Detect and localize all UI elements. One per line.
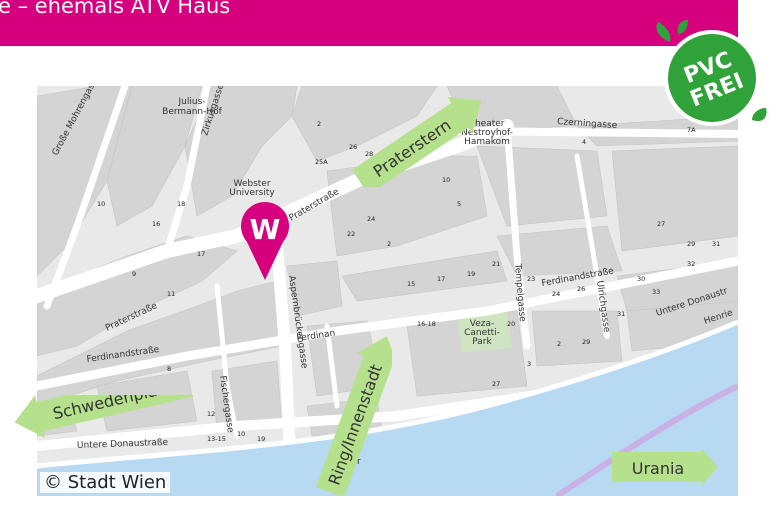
street-label: Nestroyhof-	[461, 128, 513, 138]
svg-text:30: 30	[637, 275, 645, 283]
street-label: Untere Donaustraße	[77, 438, 169, 451]
svg-text:10: 10	[97, 200, 105, 208]
svg-text:2: 2	[557, 340, 561, 348]
arrow-label: Urania	[632, 459, 684, 478]
svg-text:9: 9	[132, 270, 136, 278]
svg-text:2: 2	[317, 120, 321, 128]
svg-text:28: 28	[365, 150, 373, 158]
marker-letter: W	[250, 213, 281, 246]
svg-text:26: 26	[349, 143, 357, 151]
svg-text:32: 32	[687, 260, 695, 268]
street-label: Park	[472, 337, 492, 347]
title-banner: e – ehemals ATV Haus	[0, 0, 738, 46]
street-label: Canetti-	[464, 328, 500, 338]
direction-arrow-praterstern[interactable]: Praterstern	[330, 52, 490, 187]
svg-text:25A: 25A	[315, 158, 328, 166]
svg-text:21: 21	[492, 260, 500, 268]
svg-text:11: 11	[167, 290, 175, 298]
svg-text:5: 5	[457, 200, 461, 208]
street-label: Bermann-Hof	[162, 107, 222, 117]
direction-arrow-schwedenplatz[interactable]: Schwedenplatz	[10, 395, 210, 445]
svg-text:17: 17	[197, 250, 205, 258]
svg-text:29: 29	[582, 338, 590, 346]
street-label: Hamakom	[464, 137, 510, 147]
street-label: University	[229, 188, 275, 198]
svg-text:16: 16	[152, 220, 160, 228]
map-copyright: © Stadt Wien	[40, 472, 171, 493]
svg-text:19: 19	[467, 270, 475, 278]
svg-text:31: 31	[712, 240, 720, 248]
banner-title: e – ehemals ATV Haus	[0, 0, 231, 18]
svg-text:19: 19	[257, 435, 265, 443]
svg-text:17: 17	[437, 275, 445, 283]
svg-text:24: 24	[552, 290, 560, 298]
svg-text:8: 8	[167, 365, 171, 373]
svg-text:12: 12	[207, 410, 215, 418]
svg-text:10: 10	[442, 176, 450, 184]
svg-text:31: 31	[617, 310, 625, 318]
svg-text:15: 15	[407, 280, 415, 288]
svg-text:27: 27	[492, 380, 500, 388]
svg-text:29: 29	[687, 240, 695, 248]
map-canvas: Große Mohrengasse Zirkusgasse Julius- Be…	[37, 86, 738, 496]
svg-text:22: 22	[347, 230, 355, 238]
svg-text:23: 23	[527, 275, 535, 283]
svg-text:24: 24	[367, 215, 375, 223]
street-label: Theater	[468, 119, 504, 129]
direction-arrow-urania[interactable]: Urania	[612, 449, 722, 489]
street-label: Webster	[233, 179, 270, 189]
street-label: Julius-	[178, 97, 206, 107]
pvc-free-badge: PVC FREI	[652, 20, 768, 130]
svg-text:4: 4	[582, 138, 586, 146]
svg-text:20: 20	[507, 320, 515, 328]
svg-text:18: 18	[177, 200, 185, 208]
direction-arrow-ring[interactable]: Ring/Innenstadt	[292, 315, 392, 495]
street-label: Veza-	[470, 319, 494, 329]
svg-text:10: 10	[237, 430, 245, 438]
svg-text:3: 3	[527, 360, 531, 368]
svg-text:26: 26	[577, 285, 585, 293]
street-label: Czerningasse	[557, 117, 618, 131]
svg-text:27: 27	[657, 220, 665, 228]
svg-text:7A: 7A	[687, 126, 696, 134]
arrow-label: Praterstern	[370, 115, 455, 181]
svg-text:13-15: 13-15	[207, 435, 226, 443]
svg-text:2: 2	[387, 240, 391, 248]
location-marker[interactable]: W	[241, 202, 289, 280]
svg-text:16-18: 16-18	[417, 320, 436, 328]
svg-text:33: 33	[652, 288, 660, 296]
